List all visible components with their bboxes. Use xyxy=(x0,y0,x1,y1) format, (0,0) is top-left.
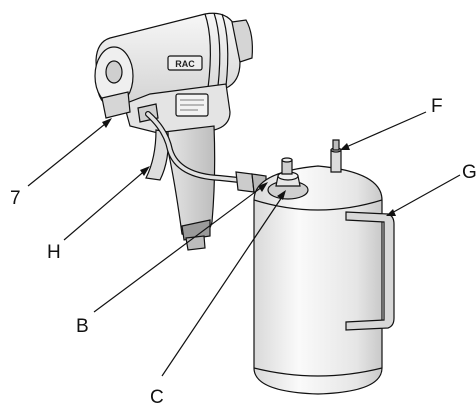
callout-label-f: F xyxy=(431,96,443,117)
hose-coupling xyxy=(235,171,255,193)
handle-base xyxy=(181,219,211,241)
fluid-hose-core xyxy=(146,112,260,184)
relief-valve-cap xyxy=(332,139,340,151)
leader-b xyxy=(93,183,267,313)
rear-cap xyxy=(231,19,253,63)
tank-bottom-rim xyxy=(253,367,383,377)
callout-label-c: C xyxy=(150,387,164,408)
barrel-ribs xyxy=(204,12,229,89)
callout-label-h: H xyxy=(47,242,61,263)
arrowhead-g xyxy=(386,209,396,216)
mount-bracket xyxy=(101,91,131,119)
callout-label-b: B xyxy=(76,316,89,337)
pressure-tank xyxy=(253,139,395,395)
air-fitting-top xyxy=(281,157,293,163)
gun-badge xyxy=(167,55,203,71)
callout-labels: 7 H B C F G xyxy=(10,96,476,408)
arrowhead-f xyxy=(340,143,350,150)
spray-gun: RAC xyxy=(94,12,253,251)
leader-c xyxy=(161,193,285,377)
callout-label-g: G xyxy=(462,162,476,183)
leader-h xyxy=(63,167,149,241)
arrowhead-7 xyxy=(102,118,112,128)
arrowhead-h xyxy=(140,166,150,176)
label-plate-lines xyxy=(180,99,204,111)
leader-lines xyxy=(27,111,461,377)
arrowhead-b xyxy=(258,182,268,192)
nozzle-tip xyxy=(105,60,123,84)
hoses xyxy=(145,111,267,193)
callout-label-7: 7 xyxy=(10,188,21,209)
gun-badge-text: RAC xyxy=(175,59,195,69)
relief-valve xyxy=(330,149,342,173)
tank-body xyxy=(253,165,383,395)
leader-7 xyxy=(27,119,111,187)
arrowhead-c xyxy=(277,190,286,200)
tank-handle xyxy=(345,211,395,331)
air-inlet-fitting xyxy=(185,235,206,251)
tank-dome-line xyxy=(253,199,383,211)
leader-g xyxy=(389,174,461,215)
leader-f xyxy=(343,111,427,149)
